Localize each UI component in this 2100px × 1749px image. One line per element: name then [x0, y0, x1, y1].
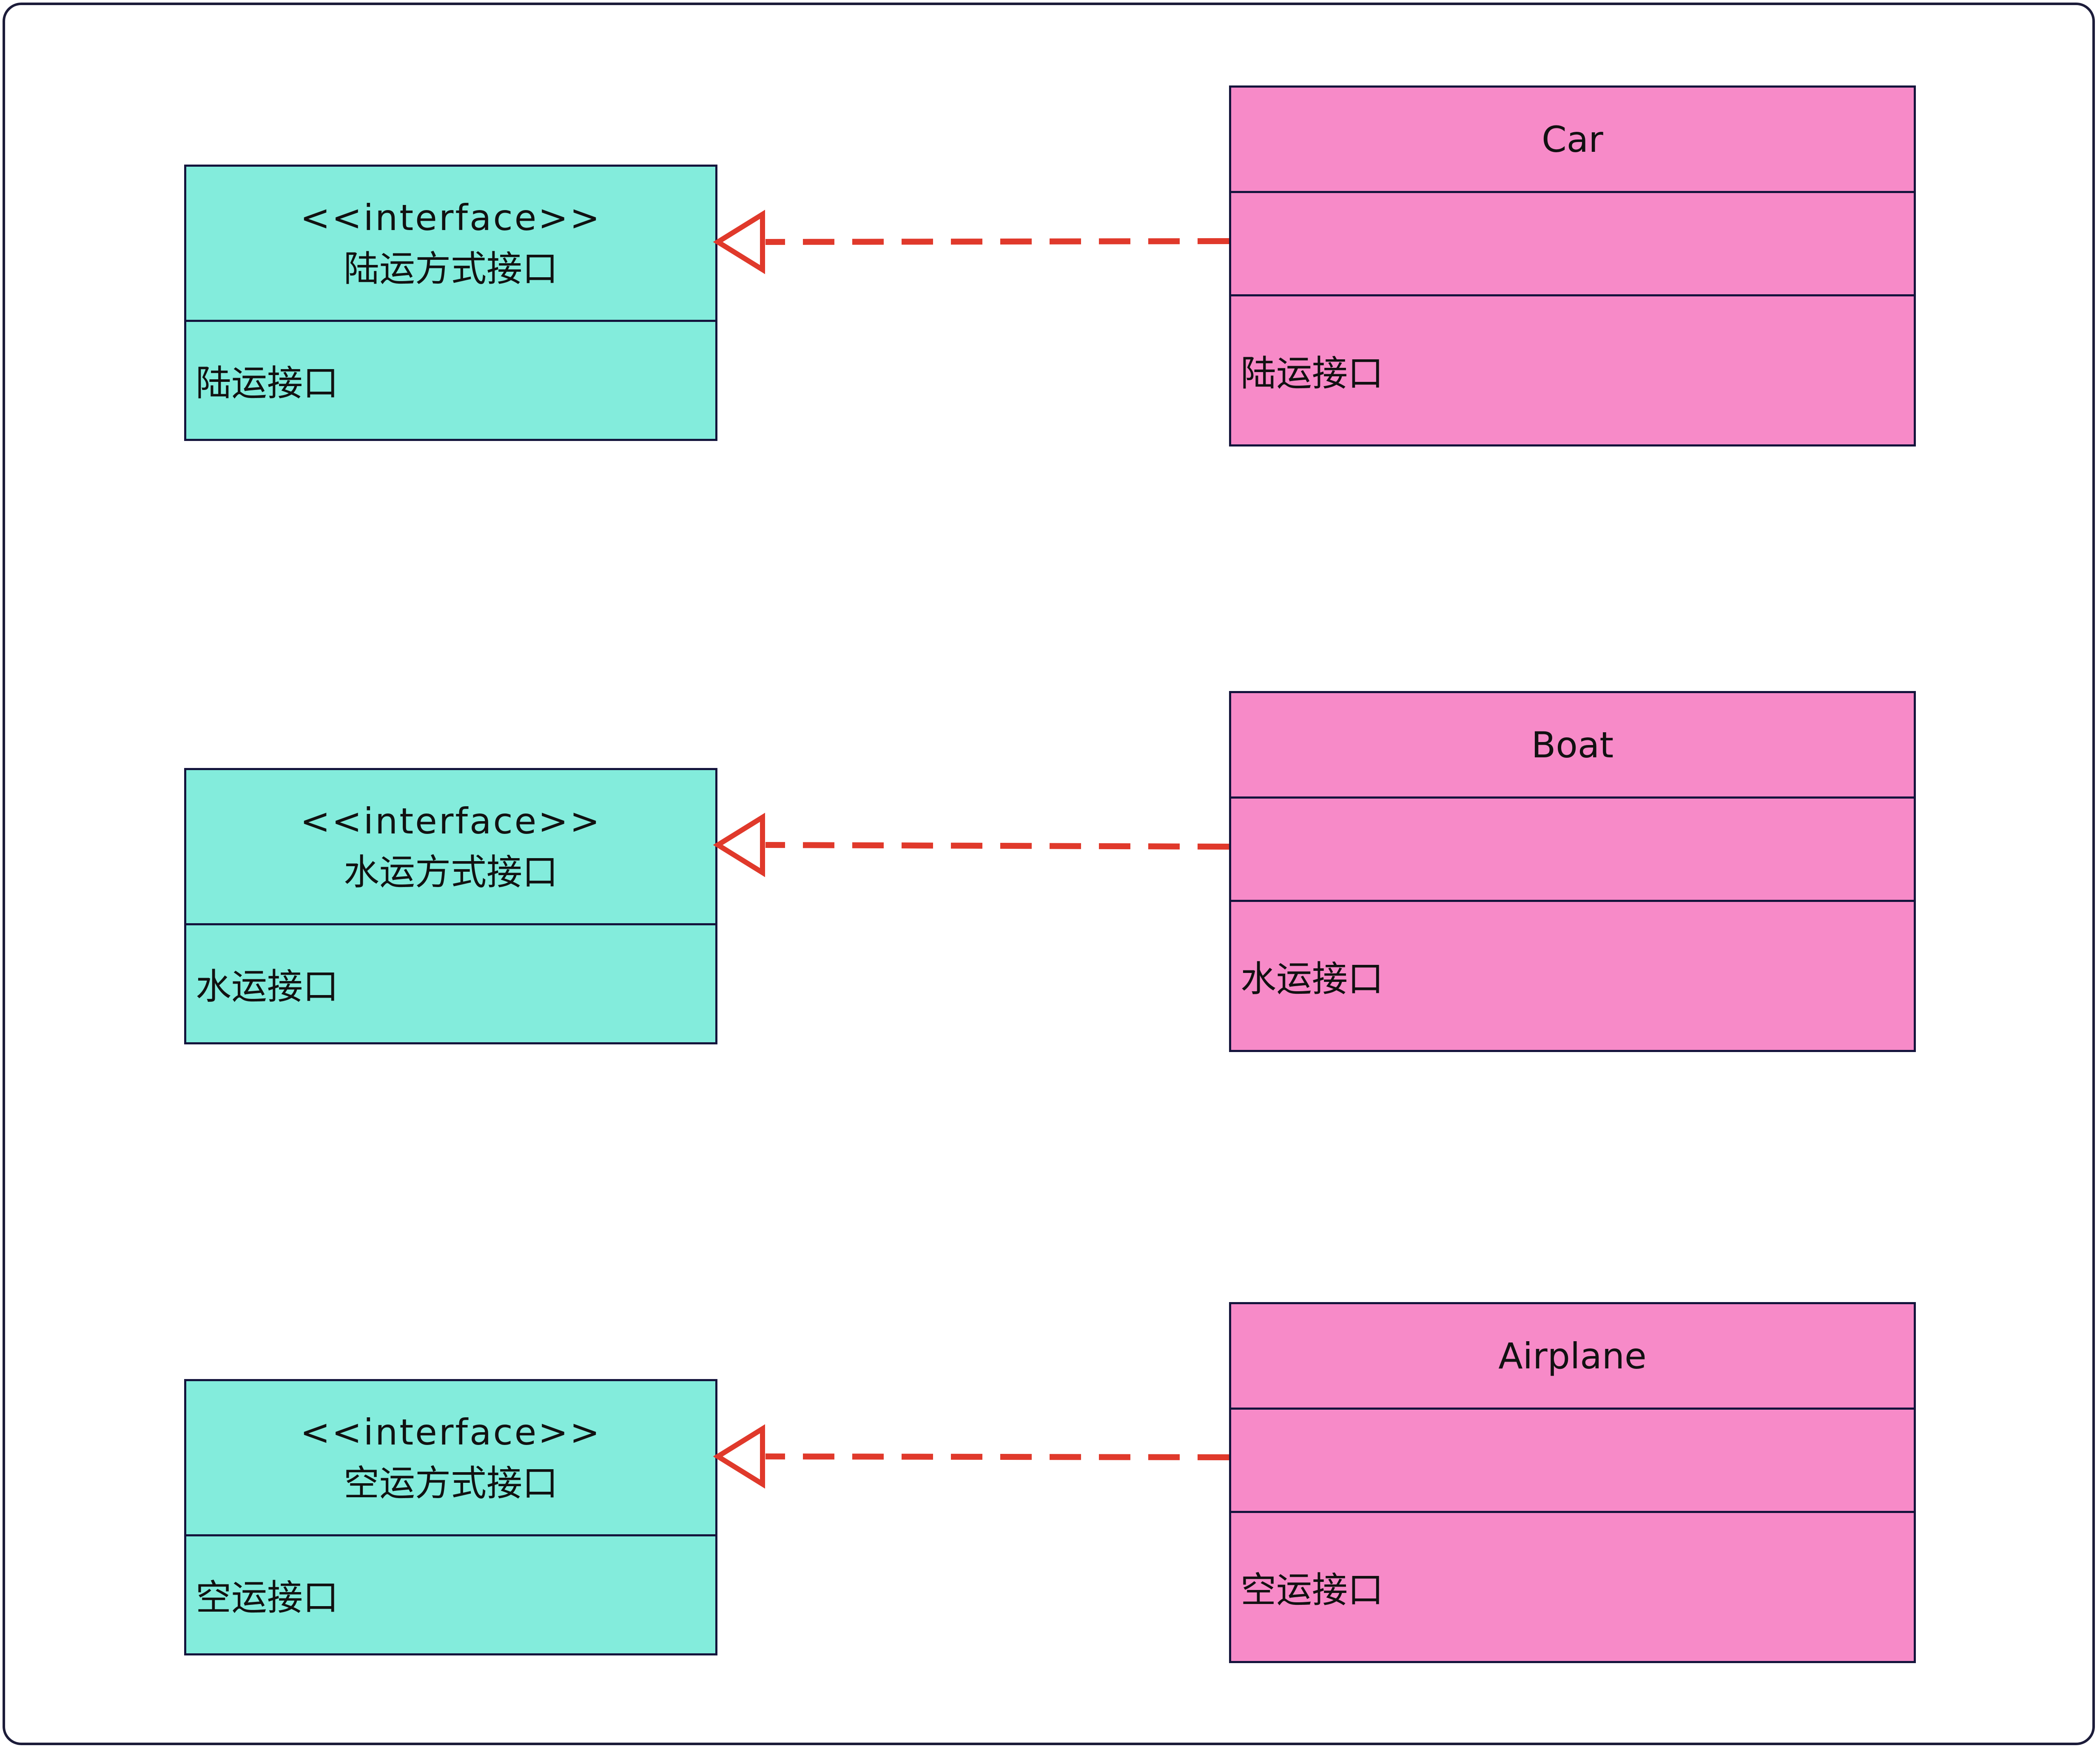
method-label: 水运接口: [1241, 958, 1384, 1000]
dashed-line: [765, 1453, 1229, 1460]
class-header: Boat: [1231, 693, 1914, 796]
stereotype-label: <<interface>>: [300, 197, 602, 239]
class-methods: 空运接口: [1231, 1511, 1914, 1661]
interface-name: 水运方式接口: [343, 851, 558, 893]
dashed-line: [765, 238, 1229, 245]
method-label: 空运接口: [196, 1577, 339, 1618]
hollow-triangle-icon: [713, 1424, 765, 1489]
class-car[interactable]: Car 陆运接口: [1229, 85, 1916, 446]
class-header: Car: [1231, 88, 1914, 191]
method-label: 空运接口: [1241, 1569, 1384, 1611]
class-methods: 水运接口: [1231, 900, 1914, 1050]
interface-land-transport[interactable]: <<interface>> 陆运方式接口 陆运接口: [184, 165, 717, 441]
stereotype-label: <<interface>>: [300, 800, 602, 842]
class-attributes: [1231, 1408, 1914, 1511]
interface-methods: 陆运接口: [186, 320, 715, 439]
method-label: 水运接口: [196, 966, 339, 1007]
interface-methods: 空运接口: [186, 1534, 715, 1653]
realization-arrow-boat: [713, 813, 1229, 877]
interface-name: 空运方式接口: [343, 1462, 558, 1504]
hollow-triangle-icon: [713, 813, 765, 877]
interface-header: <<interface>> 陆运方式接口: [186, 167, 715, 320]
interface-methods: 水运接口: [186, 923, 715, 1042]
realization-arrow-car: [713, 210, 1229, 274]
method-label: 陆运接口: [196, 362, 339, 404]
class-airplane[interactable]: Airplane 空运接口: [1229, 1302, 1916, 1663]
stereotype-label: <<interface>>: [300, 1411, 602, 1453]
interface-air-transport[interactable]: <<interface>> 空运方式接口 空运接口: [184, 1379, 717, 1655]
class-attributes: [1231, 796, 1914, 900]
class-boat[interactable]: Boat 水运接口: [1229, 691, 1916, 1052]
class-name: Car: [1542, 118, 1603, 160]
class-attributes: [1231, 191, 1914, 294]
method-label: 陆运接口: [1241, 352, 1384, 394]
dashed-line: [765, 842, 1229, 850]
interface-header: <<interface>> 水运方式接口: [186, 770, 715, 923]
realization-arrow-airplane: [713, 1424, 1229, 1489]
class-name: Airplane: [1498, 1335, 1647, 1377]
class-header: Airplane: [1231, 1304, 1914, 1408]
interface-water-transport[interactable]: <<interface>> 水运方式接口 水运接口: [184, 768, 717, 1044]
interface-name: 陆运方式接口: [343, 248, 558, 290]
class-methods: 陆运接口: [1231, 294, 1914, 444]
hollow-triangle-icon: [713, 210, 765, 274]
class-name: Boat: [1531, 724, 1614, 766]
interface-header: <<interface>> 空运方式接口: [186, 1381, 715, 1534]
